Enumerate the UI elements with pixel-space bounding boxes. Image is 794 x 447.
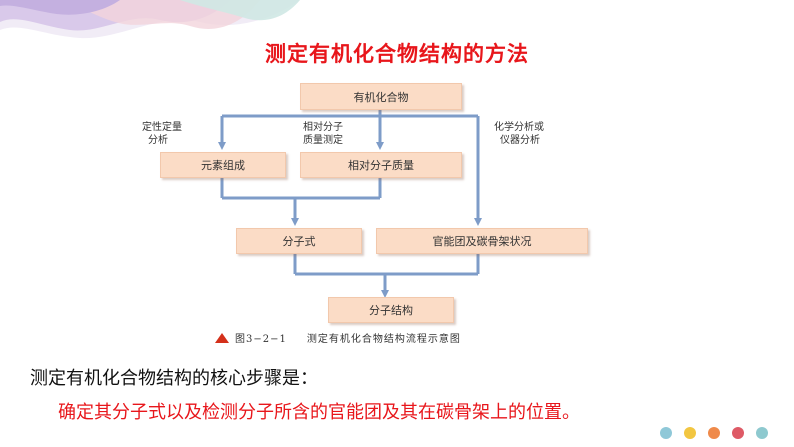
caption-text: 测定有机化合物结构流程示意图 — [306, 334, 461, 345]
caption-number: 图3−2−1 — [235, 334, 287, 345]
label-qualitative-analysis: 定性定量 分析 — [142, 122, 182, 146]
dot-3 — [708, 427, 720, 439]
page-title: 测定有机化合物结构的方法 — [265, 42, 529, 66]
dot-4 — [732, 427, 744, 439]
node-functional-groups: 官能团及碳骨架状况 — [376, 228, 588, 254]
dot-1 — [660, 427, 672, 439]
node-molecular-formula: 分子式 — [236, 228, 362, 254]
dot-2 — [684, 427, 696, 439]
label-chemical-instrumental-analysis: 化学分析或 仪器分析 — [494, 122, 544, 146]
node-relative-molecular-mass: 相对分子质量 — [300, 152, 462, 178]
decorative-dots — [660, 427, 768, 439]
dot-5 — [756, 427, 768, 439]
node-organic-compound: 有机化合物 — [300, 83, 462, 110]
node-element-composition: 元素组成 — [160, 152, 286, 178]
answer-text: 确定其分子式以及检测分子所含的官能团及其在碳骨架上的位置。 — [58, 402, 580, 423]
node-molecular-structure: 分子结构 — [328, 297, 454, 323]
triangle-icon — [215, 332, 229, 343]
figure-caption: 图3−2−1 测定有机化合物结构流程示意图 — [215, 330, 461, 345]
label-molmass-measurement: 相对分子 质量测定 — [303, 122, 343, 146]
question-text: 测定有机化合物结构的核心步骤是： — [30, 368, 318, 389]
